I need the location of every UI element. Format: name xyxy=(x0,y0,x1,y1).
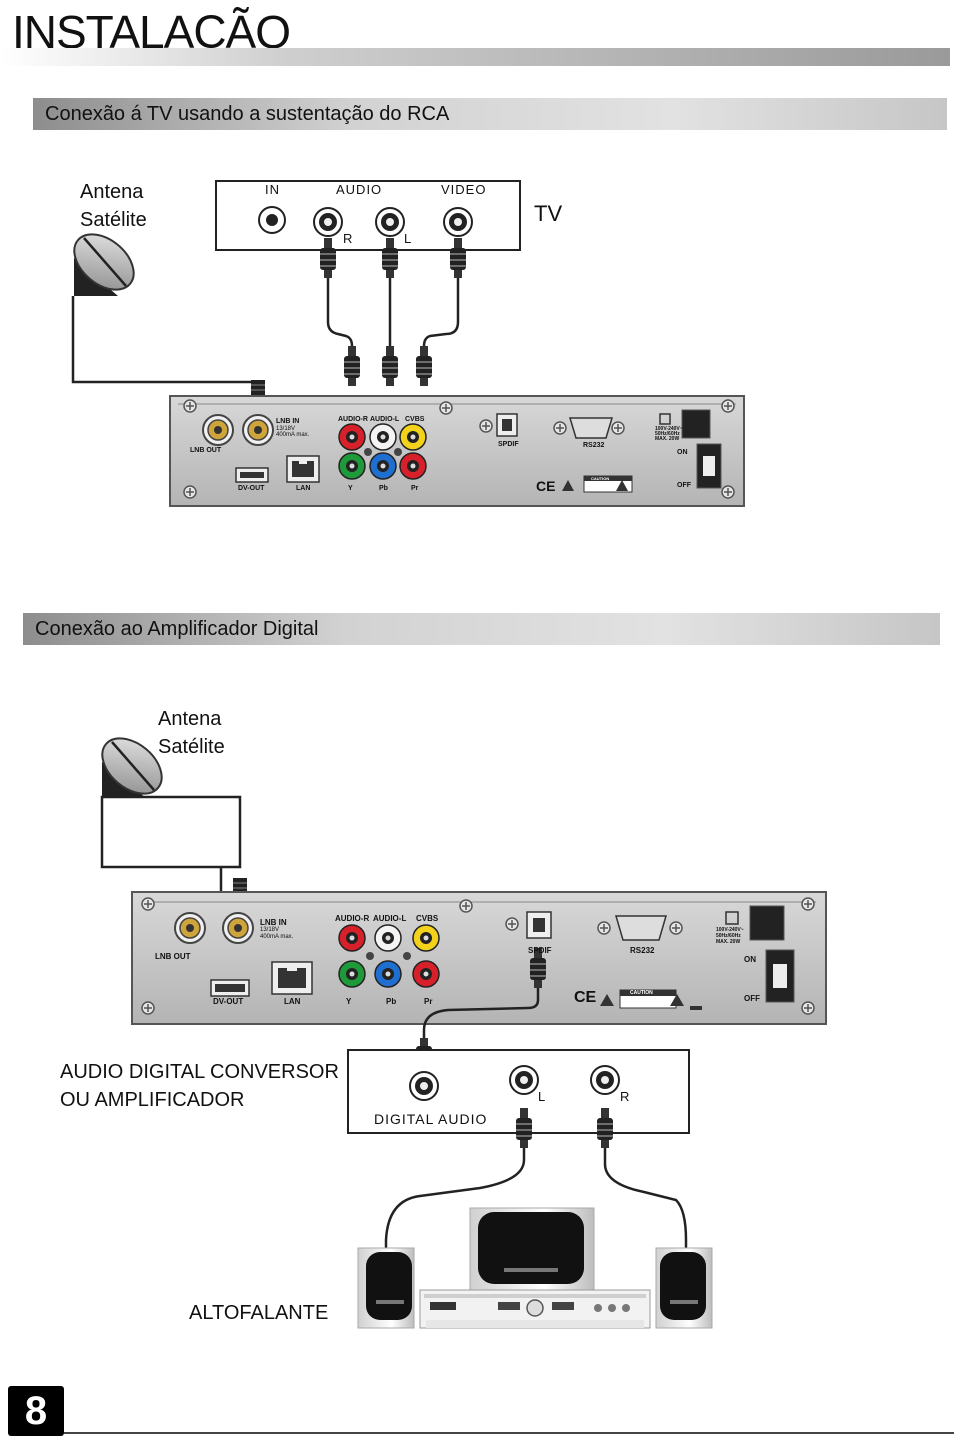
title-underline-bar xyxy=(0,48,950,66)
footer-rule xyxy=(64,1432,954,1434)
spdif-label: SPDIF xyxy=(528,946,552,955)
lan-label: LAN xyxy=(284,997,301,1006)
rca-cable-video xyxy=(422,278,460,350)
power-spec-label: 50Hz/60Hz xyxy=(716,933,741,939)
satellite-dish-icon xyxy=(73,233,135,296)
cvbs-label: CVBS xyxy=(405,416,425,423)
antenna-label: Antena xyxy=(80,181,144,203)
ce-mark: CE xyxy=(536,478,556,494)
right-speaker-icon xyxy=(655,1247,713,1329)
y-label: Y xyxy=(346,997,352,1006)
power-spec-label: 50Hz/60Hz xyxy=(655,431,680,437)
on-label: ON xyxy=(744,955,756,964)
receiver-rear-panel xyxy=(131,891,827,1025)
speaker-cable-right xyxy=(603,1148,688,1250)
dv-out-label: DV-OUT xyxy=(213,997,244,1006)
l-audio-jack-icon xyxy=(509,1065,539,1095)
audio-l-label: AUDIO-L xyxy=(373,914,407,923)
section2-heading: Conexão ao Amplificador Digital xyxy=(23,613,940,645)
rca-cable-r xyxy=(326,278,354,350)
lnb-in-label: LNB IN xyxy=(260,918,287,927)
amplifier-unit-icon xyxy=(419,1289,651,1329)
rs232-label: RS232 xyxy=(630,946,655,955)
rca-plug-icon xyxy=(415,345,433,387)
power-spec-label: 100V-240V~ xyxy=(655,426,683,432)
r-audio-jack-icon xyxy=(590,1065,620,1095)
rs232-label: RS232 xyxy=(583,442,605,449)
tv-in-jack-icon xyxy=(258,206,286,234)
off-label: OFF xyxy=(744,994,760,1003)
audio-r-label: AUDIO-R xyxy=(335,914,370,923)
pb-label: Pb xyxy=(379,485,388,492)
converter-r-label: R xyxy=(620,1089,631,1104)
amplifier-label: OU AMPLIFICADOR xyxy=(60,1089,245,1111)
rca-plug-icon xyxy=(381,345,399,387)
optical-cable xyxy=(422,988,540,1040)
spdif-label: SPDIF xyxy=(498,441,519,448)
cvbs-label: CVBS xyxy=(416,914,439,923)
satellite-label: Satélite xyxy=(80,209,147,231)
caution-label: CAUTION xyxy=(630,990,653,996)
ce-mark: CE xyxy=(574,989,597,1006)
satellite-dish-icon xyxy=(101,737,163,798)
converter-l-label: L xyxy=(538,1089,547,1104)
satellite-label: Satélite xyxy=(158,736,225,758)
tv-r-label: R xyxy=(343,231,354,246)
speaker-label: ALTOFALANTE xyxy=(189,1302,329,1324)
tv-video-jack-icon xyxy=(443,207,473,237)
tv-label: TV xyxy=(534,201,563,226)
audio-r-label: AUDIO-R xyxy=(338,416,368,423)
lnb-spec-label: 13/18V xyxy=(276,426,296,432)
tv-audio-l-jack-icon xyxy=(375,207,405,237)
tv-audio-label: AUDIO xyxy=(336,182,383,197)
off-label: OFF xyxy=(677,482,691,489)
antenna-cable xyxy=(71,296,260,392)
receiver-rear-panel xyxy=(169,395,745,507)
digital-audio-jack-icon xyxy=(409,1071,439,1101)
pr-label: Pr xyxy=(424,997,433,1006)
lnb-spec-label: 400mA max. xyxy=(260,934,294,940)
section1-heading: Conexão á TV usando a sustentação do RCA xyxy=(33,98,947,130)
tv-l-label: L xyxy=(404,231,413,246)
left-speaker-icon xyxy=(357,1247,415,1329)
audio-l-label: AUDIO-L xyxy=(370,416,400,423)
y-label: Y xyxy=(348,485,353,492)
power-spec-label: 100V-240V~ xyxy=(716,927,744,933)
speaker-cable-left xyxy=(384,1148,526,1250)
pr-label: Pr xyxy=(411,485,419,492)
subwoofer-icon xyxy=(469,1207,595,1293)
power-spec-label: MAX. 20W xyxy=(655,436,680,442)
pb-label: Pb xyxy=(386,997,397,1006)
lan-label: LAN xyxy=(296,485,311,492)
lnb-out-label: LNB OUT xyxy=(155,952,191,961)
lnb-spec-label: 400mA max. xyxy=(276,432,310,438)
antenna-cable-frame xyxy=(100,795,242,869)
page-number: 8 xyxy=(8,1386,64,1436)
tv-in-label: IN xyxy=(265,182,280,197)
dv-out-label: DV-OUT xyxy=(238,485,265,492)
tv-audio-r-jack-icon xyxy=(313,207,343,237)
lnb-in-label: LNB IN xyxy=(276,418,300,425)
converter-label: AUDIO DIGITAL CONVERSOR xyxy=(60,1061,339,1083)
on-label: ON xyxy=(677,449,688,456)
caution-label: CAUTION xyxy=(591,476,610,481)
antenna-label: Antena xyxy=(158,708,222,730)
tv-video-label: VIDEO xyxy=(441,182,487,197)
digital-audio-label: DIGITAL AUDIO xyxy=(374,1111,488,1127)
rca-plug-icon xyxy=(343,345,361,387)
lnb-spec-label: 13/18V xyxy=(260,927,280,933)
power-spec-label: MAX. 20W xyxy=(716,939,741,945)
lnb-out-label: LNB OUT xyxy=(190,447,222,454)
